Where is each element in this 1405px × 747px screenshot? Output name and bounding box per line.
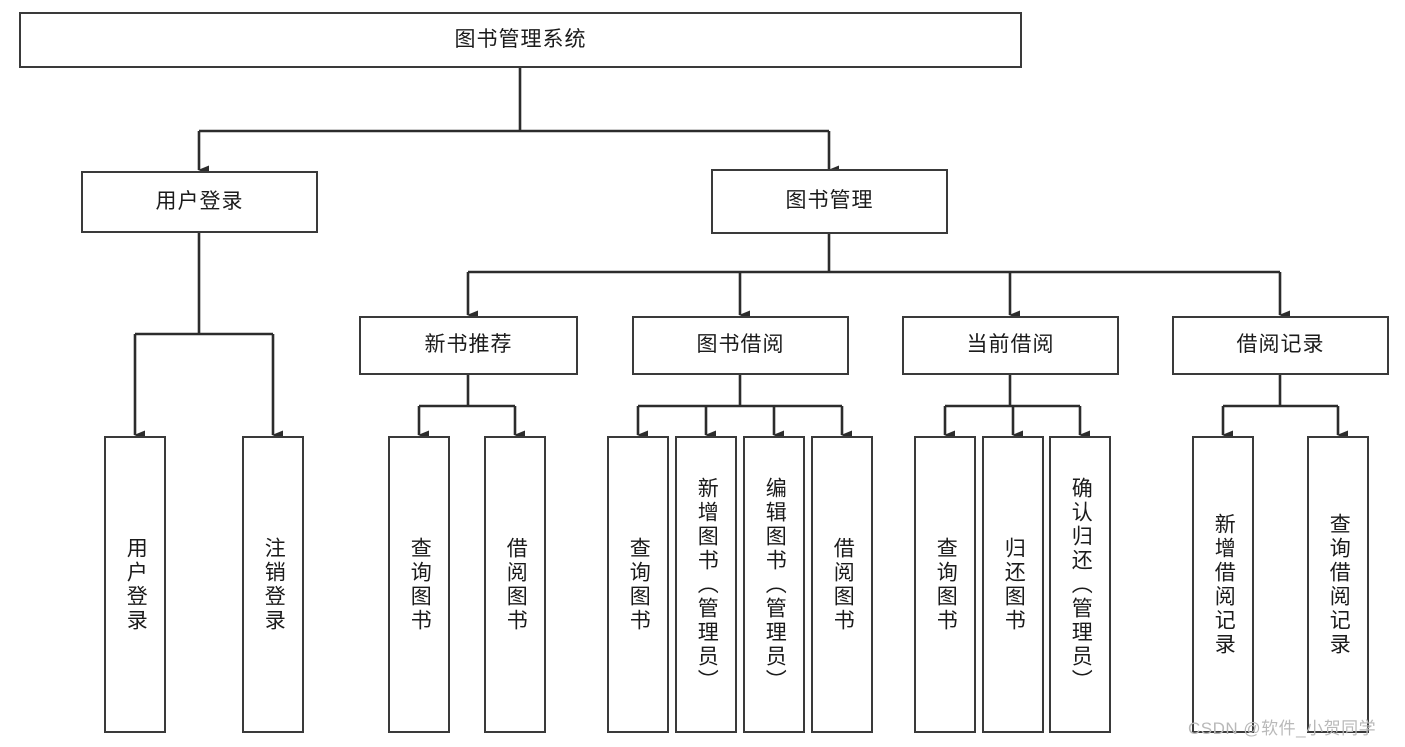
node-label: 新增图书（管理员） [695,476,719,693]
node-leaf-add-record[interactable]: 新增借阅记录 [1192,436,1254,733]
watermark-text: CSDN @软件_小贺同学 [1188,719,1377,738]
node-book-borrow[interactable]: 图书借阅 [632,316,849,375]
node-leaf-query-record[interactable]: 查询借阅记录 [1307,436,1369,733]
node-label: 图书管理系统 [454,27,587,51]
node-leaf-query-book-2[interactable]: 查询图书 [607,436,669,733]
node-leaf-borrow-book-2[interactable]: 借阅图书 [811,436,873,733]
node-label: 查询图书 [627,536,651,633]
node-label: 图书管理 [785,189,874,213]
node-user-login[interactable]: 用户登录 [81,171,318,233]
node-label: 借阅图书 [831,536,855,633]
node-label: 借阅图书 [504,536,528,633]
node-label: 用户登录 [124,536,148,633]
node-label: 注销登录 [262,536,286,633]
node-leaf-query-book-1[interactable]: 查询图书 [388,436,450,733]
node-book-manage[interactable]: 图书管理 [711,169,948,234]
node-leaf-add-book[interactable]: 新增图书（管理员） [675,436,737,733]
node-label: 编辑图书（管理员） [763,476,787,693]
node-label: 查询图书 [934,536,958,633]
edge-paths [133,68,1348,440]
node-label: 查询图书 [408,536,432,633]
node-leaf-borrow-book-1[interactable]: 借阅图书 [484,436,546,733]
node-label: 用户登录 [155,189,244,213]
node-borrow-record[interactable]: 借阅记录 [1172,316,1389,375]
node-label: 确认归还（管理员） [1069,476,1093,693]
node-leaf-edit-book[interactable]: 编辑图书（管理员） [743,436,805,733]
node-leaf-confirm-return[interactable]: 确认归还（管理员） [1049,436,1111,733]
node-root[interactable]: 图书管理系统 [19,12,1022,68]
node-label: 查询借阅记录 [1327,512,1351,657]
node-label: 归还图书 [1002,536,1026,633]
node-leaf-user-logout[interactable]: 注销登录 [242,436,304,733]
node-leaf-query-book-3[interactable]: 查询图书 [914,436,976,733]
node-label: 借阅记录 [1236,333,1325,357]
node-new-book-recommend[interactable]: 新书推荐 [359,316,578,375]
node-label: 新增借阅记录 [1212,512,1236,657]
node-leaf-user-login[interactable]: 用户登录 [104,436,166,733]
node-leaf-return-book[interactable]: 归还图书 [982,436,1044,733]
node-current-borrow[interactable]: 当前借阅 [902,316,1119,375]
node-label: 当前借阅 [966,333,1055,357]
node-label: 新书推荐 [424,333,513,357]
node-label: 图书借阅 [696,333,785,357]
